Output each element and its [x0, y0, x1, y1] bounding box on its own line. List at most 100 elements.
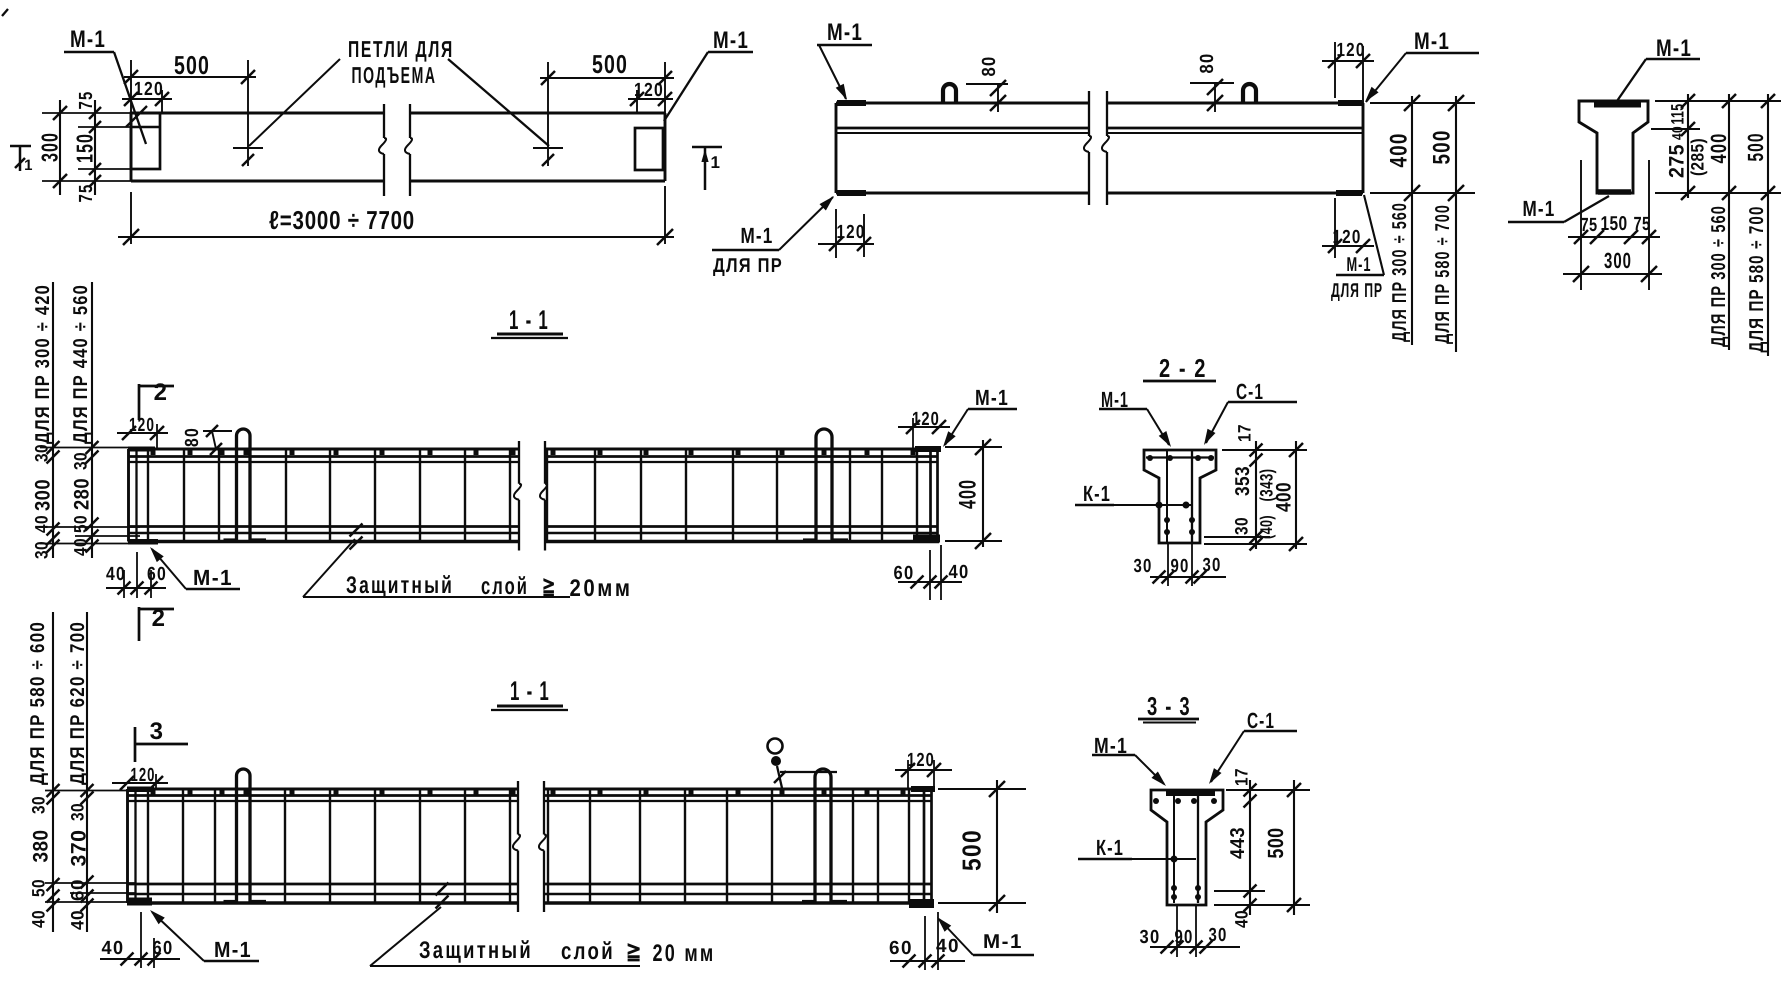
svg-text:500: 500: [1429, 130, 1456, 165]
svg-text:50: 50: [28, 879, 48, 897]
svg-text:ДЛЯ ПР 580 ÷ 600: ДЛЯ ПР 580 ÷ 600: [27, 621, 49, 785]
svg-text:1 - 1: 1 - 1: [509, 305, 549, 335]
svg-text:150: 150: [71, 133, 97, 163]
svg-text:40: 40: [106, 564, 126, 585]
svg-text:К-1: К-1: [1096, 835, 1124, 860]
svg-text:(285): (285): [1687, 138, 1707, 176]
svg-text:30: 30: [1134, 556, 1153, 577]
svg-text:40: 40: [31, 515, 51, 533]
svg-text:30: 30: [67, 803, 87, 821]
svg-text:М-1: М-1: [1347, 254, 1372, 276]
svg-text:ДЛЯ ПР: ДЛЯ ПР: [1331, 280, 1383, 302]
svg-text:75: 75: [76, 184, 97, 203]
svg-text:370: 370: [68, 830, 91, 867]
svg-text:М-1: М-1: [741, 223, 774, 248]
svg-text:40: 40: [936, 936, 960, 957]
svg-text:443: 443: [1227, 827, 1249, 859]
svg-text:1: 1: [711, 153, 722, 172]
svg-text:(40): (40): [1257, 515, 1276, 539]
svg-text:ℓ=3000 ÷ 7700: ℓ=3000 ÷ 7700: [269, 205, 415, 235]
svg-text:75: 75: [1581, 215, 1598, 236]
svg-text:60: 60: [67, 879, 87, 901]
svg-text:ДЛЯ ПР 300 ÷ 560: ДЛЯ ПР 300 ÷ 560: [1708, 205, 1730, 347]
svg-text:60: 60: [889, 938, 913, 959]
svg-text:2 - 2: 2 - 2: [1159, 353, 1207, 383]
svg-text:40: 40: [1231, 910, 1251, 928]
svg-text:120: 120: [912, 409, 940, 430]
svg-text:ДЛЯ ПР 440 ÷ 560: ДЛЯ ПР 440 ÷ 560: [70, 284, 92, 444]
svg-text:40: 40: [28, 910, 48, 928]
svg-text:слой: слой: [561, 938, 615, 965]
svg-text:М-1: М-1: [983, 931, 1023, 953]
svg-text:М-1: М-1: [214, 937, 252, 962]
svg-text:40: 40: [67, 910, 87, 930]
svg-text:300: 300: [1604, 248, 1632, 273]
svg-text:М-1: М-1: [193, 565, 233, 590]
svg-text:120: 120: [1337, 40, 1366, 61]
svg-text:30: 30: [1203, 555, 1222, 576]
svg-text:353: 353: [1232, 466, 1254, 496]
svg-text:40: 40: [70, 538, 90, 556]
svg-text:40: 40: [949, 562, 970, 583]
svg-text:2: 2: [154, 379, 169, 406]
svg-text:20 мм: 20 мм: [653, 940, 716, 967]
svg-text:М-1: М-1: [827, 19, 863, 46]
svg-text:40: 40: [1669, 126, 1686, 140]
svg-text:300: 300: [36, 132, 62, 162]
svg-text:120: 120: [131, 765, 156, 786]
svg-text:400: 400: [1273, 482, 1296, 512]
svg-text:1 - 1: 1 - 1: [510, 676, 550, 706]
svg-text:500: 500: [592, 49, 628, 79]
svg-text:ДЛЯ ПР 580 ÷ 700: ДЛЯ ПР 580 ÷ 700: [1746, 206, 1768, 353]
svg-text:3: 3: [150, 718, 165, 745]
svg-text:80: 80: [979, 56, 1000, 77]
svg-text:2: 2: [152, 605, 167, 632]
svg-text:30: 30: [70, 452, 90, 470]
svg-text:≧: ≧: [542, 573, 556, 600]
svg-text:40: 40: [102, 938, 125, 959]
svg-text:30: 30: [31, 541, 51, 559]
svg-text:ДЛЯ ПР 300 ÷ 420: ДЛЯ ПР 300 ÷ 420: [32, 284, 54, 444]
svg-text:1: 1: [24, 157, 34, 174]
svg-text:слой: слой: [481, 573, 529, 600]
svg-text:М-1: М-1: [70, 26, 106, 53]
svg-text:400: 400: [955, 479, 982, 509]
svg-text:120: 120: [134, 79, 164, 100]
svg-text:ПЕТЛИ ДЛЯ: ПЕТЛИ ДЛЯ: [348, 36, 454, 62]
svg-text:К-1: К-1: [1083, 481, 1111, 506]
svg-text:90: 90: [1175, 927, 1194, 948]
svg-text:75: 75: [1634, 214, 1651, 235]
svg-text:17: 17: [1234, 424, 1254, 442]
svg-text:20мм: 20мм: [570, 575, 633, 602]
svg-text:3 - 3: 3 - 3: [1147, 691, 1191, 721]
svg-text:(343): (343): [1256, 469, 1276, 502]
svg-text:М-1: М-1: [975, 385, 1009, 410]
svg-text:С-1: С-1: [1236, 379, 1264, 404]
svg-text:ДЛЯ ПР 300 ÷ 560: ДЛЯ ПР 300 ÷ 560: [1389, 202, 1411, 342]
svg-text:400: 400: [1706, 133, 1731, 164]
svg-text:115: 115: [1667, 104, 1687, 125]
svg-text:500: 500: [174, 50, 210, 80]
svg-text:50: 50: [70, 515, 90, 533]
svg-text:М-1: М-1: [1656, 35, 1692, 62]
svg-text:75: 75: [76, 91, 97, 110]
svg-text:30: 30: [1231, 517, 1251, 535]
svg-text:300: 300: [32, 479, 55, 511]
svg-text:С-1: С-1: [1247, 708, 1275, 733]
svg-text:30: 30: [1140, 927, 1161, 948]
svg-text:500: 500: [956, 829, 986, 871]
svg-text:400: 400: [1386, 133, 1413, 168]
svg-text:17: 17: [1231, 768, 1251, 786]
svg-text:ДЛЯ ПР 620 ÷ 700: ДЛЯ ПР 620 ÷ 700: [67, 621, 89, 785]
svg-text:30: 30: [31, 444, 51, 462]
svg-text:М-1: М-1: [1414, 28, 1450, 55]
svg-text:Защитный: Защитный: [419, 937, 533, 964]
svg-text:275: 275: [1666, 144, 1689, 178]
svg-text:30: 30: [1209, 925, 1228, 946]
svg-text:80: 80: [182, 427, 203, 447]
svg-text:500: 500: [1263, 828, 1288, 859]
svg-text:120: 120: [129, 415, 155, 436]
svg-text:380: 380: [30, 830, 53, 863]
svg-text:ПОДЪЕМА: ПОДЪЕМА: [352, 62, 437, 88]
svg-text:ДЛЯ ПР 580 ÷ 700: ДЛЯ ПР 580 ÷ 700: [1432, 204, 1454, 344]
